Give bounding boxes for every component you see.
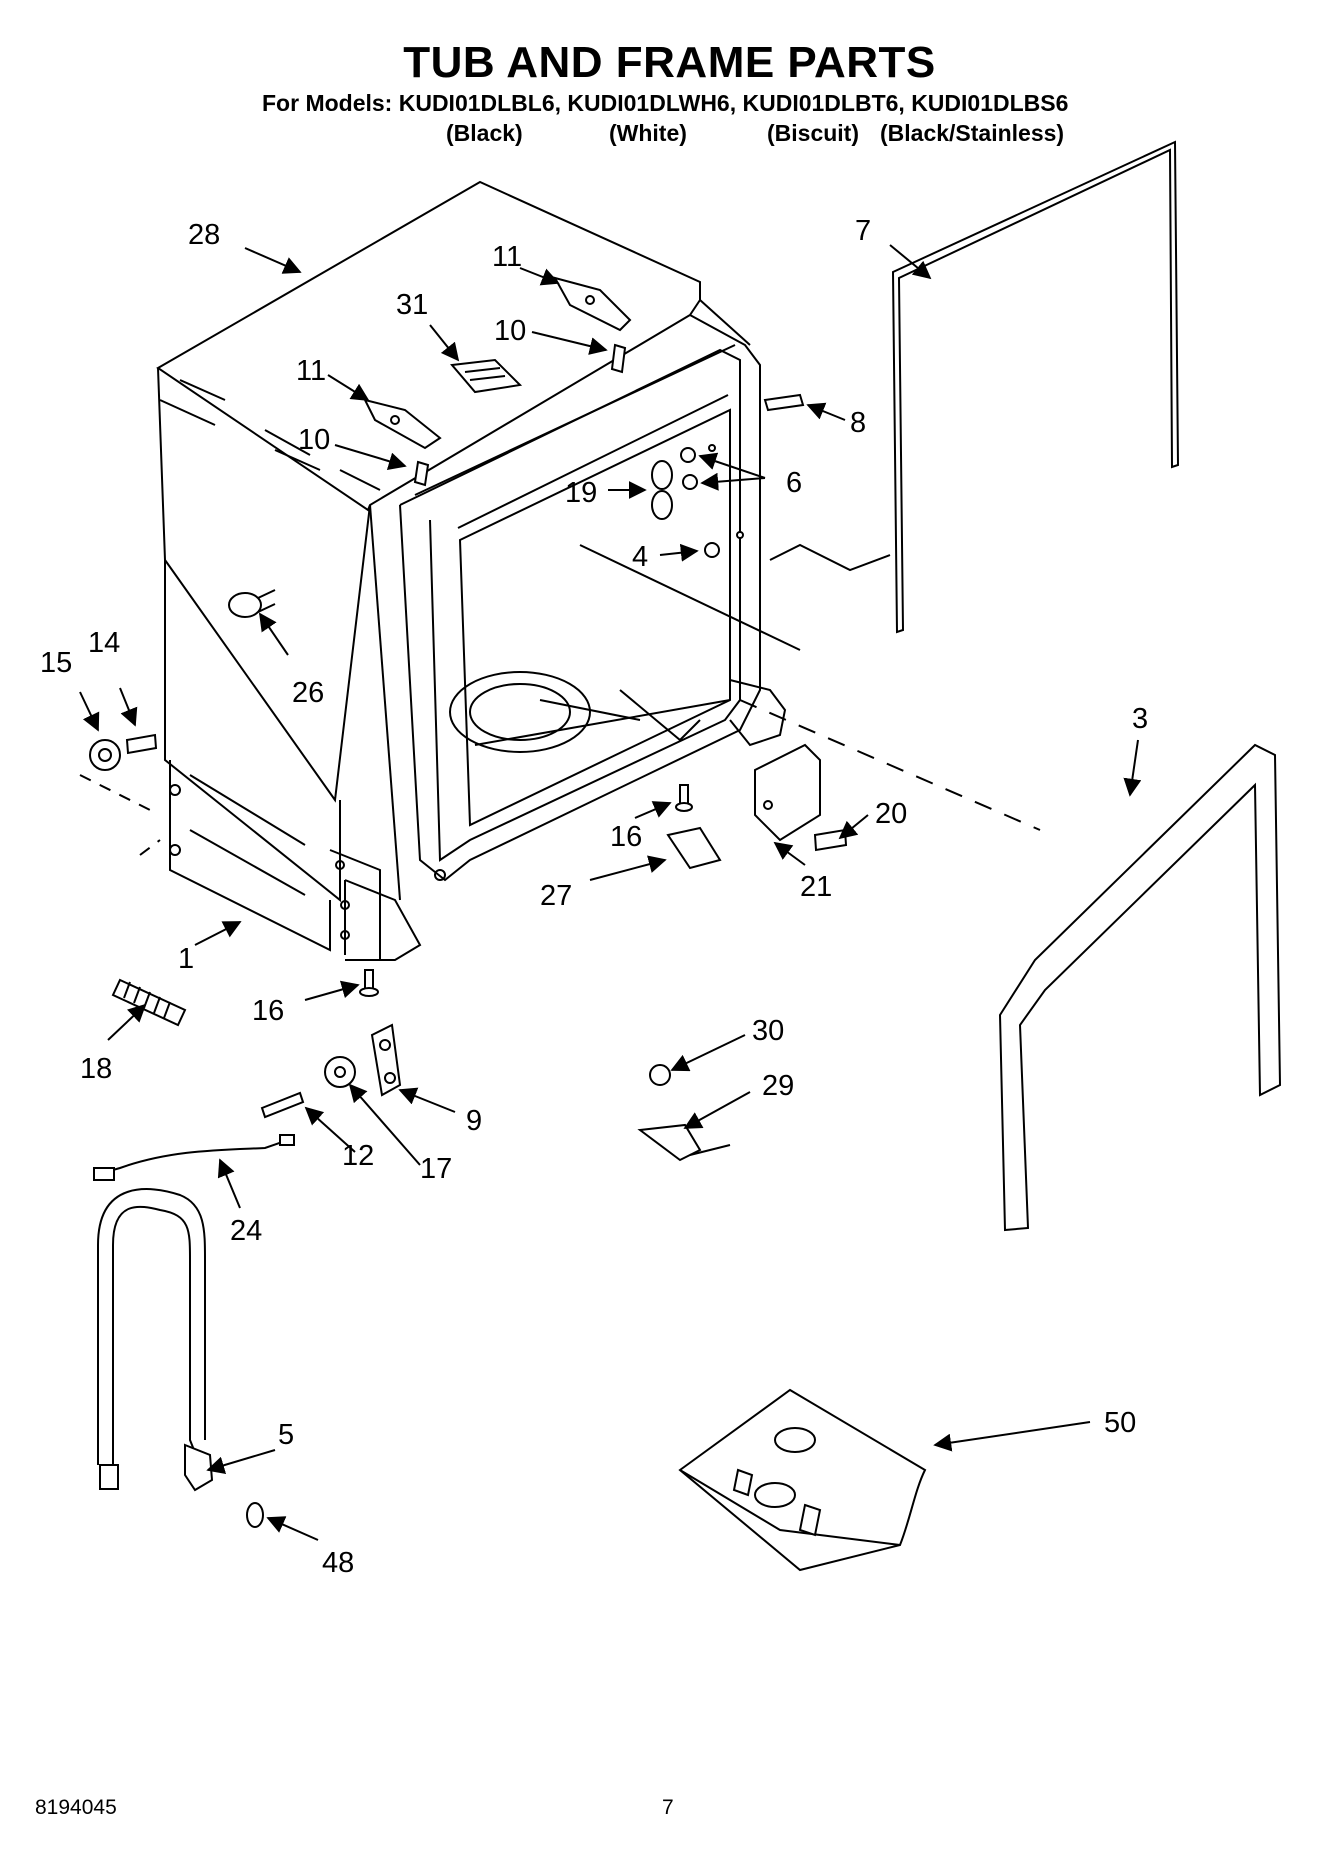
part-label-18: 18: [80, 1053, 112, 1085]
part-label-8: 8: [850, 407, 866, 439]
document-number: 8194045: [35, 1796, 117, 1819]
part-label-1: 1: [178, 943, 194, 975]
part-label-14: 14: [88, 627, 120, 659]
part-label-30: 30: [752, 1015, 784, 1047]
part-label-16: 16: [610, 821, 642, 853]
part-number-labels: 28 11 31 10 11 10 7 8 6 19 4 26 15 14 3 …: [40, 215, 1148, 1579]
part-label-27: 27: [540, 880, 572, 912]
part-label-29: 29: [762, 1070, 794, 1102]
part-label-12: 12: [342, 1140, 374, 1172]
part-label-31: 31: [396, 289, 428, 321]
part-label-15: 15: [40, 647, 72, 679]
tub-frame-drawing: [79, 180, 1041, 961]
part-label-21: 21: [800, 871, 832, 903]
part-label-26: 26: [292, 677, 324, 709]
part-label-5: 5: [278, 1419, 294, 1451]
part-label-16: 16: [252, 995, 284, 1027]
part-label-28: 28: [188, 219, 220, 251]
model-color-biscuit: (Biscuit): [767, 120, 859, 146]
model-color-black-stainless: (Black/Stainless): [880, 120, 1065, 146]
part-label-48: 48: [322, 1547, 354, 1579]
part-label-3: 3: [1132, 703, 1148, 735]
small-parts-drawing: [89, 140, 1282, 1572]
part-label-9: 9: [466, 1105, 482, 1137]
leader-lines: [79, 244, 1142, 1541]
part-label-11: 11: [492, 241, 522, 273]
part-label-24: 24: [230, 1215, 262, 1247]
models-line: For Models: KUDI01DLBL6, KUDI01DLWH6, KU…: [262, 90, 1069, 116]
part-label-17: 17: [420, 1153, 452, 1185]
page-number: 7: [662, 1796, 674, 1819]
part-label-4: 4: [632, 541, 648, 573]
part-label-10: 10: [298, 424, 330, 456]
model-color-white: (White): [609, 120, 687, 146]
part-label-50: 50: [1104, 1407, 1136, 1439]
part-label-20: 20: [875, 798, 907, 830]
model-color-black: (Black): [446, 120, 523, 146]
page-title: TUB AND FRAME PARTS: [403, 38, 936, 87]
part-label-19: 19: [565, 477, 597, 509]
part-label-7: 7: [855, 215, 871, 247]
part-label-10: 10: [494, 315, 526, 347]
part-label-6: 6: [786, 467, 802, 499]
part-label-11: 11: [296, 355, 326, 387]
